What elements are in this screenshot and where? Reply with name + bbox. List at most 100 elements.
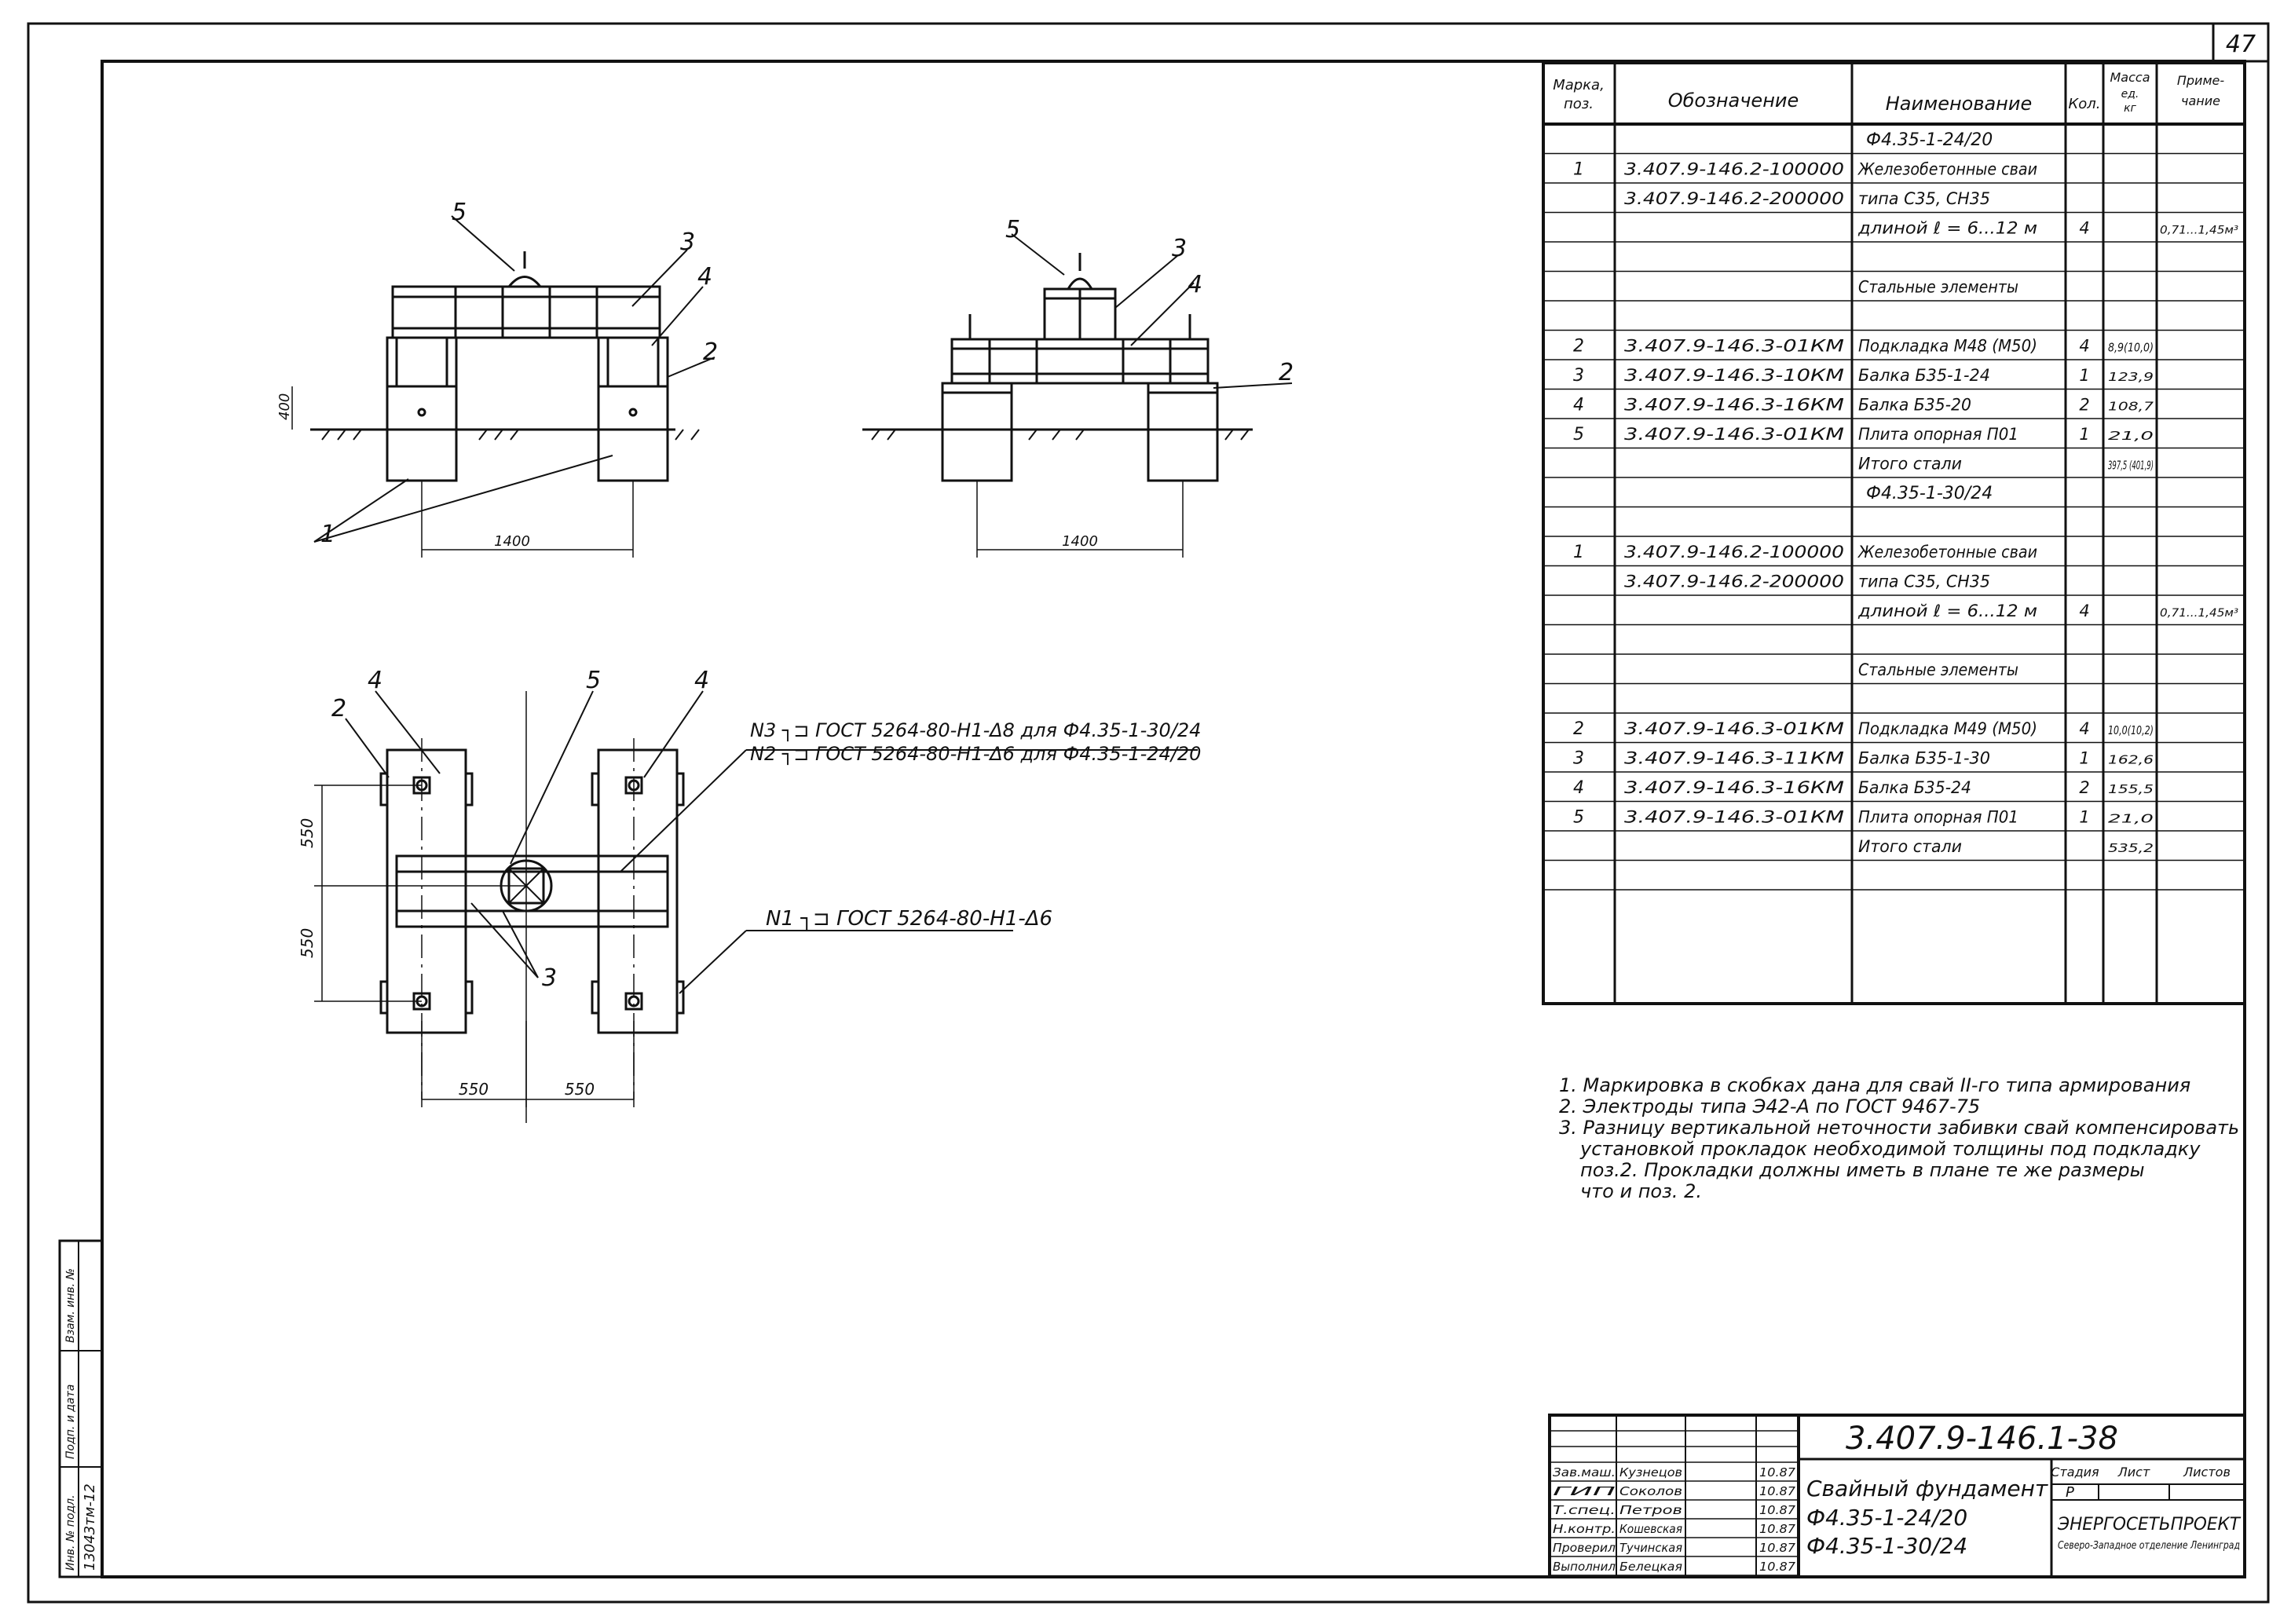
row-mass: 108,7 — [2108, 400, 2154, 414]
note-line: 1. Маркировка в скобках дана для свай II… — [1559, 1074, 2190, 1096]
sheet-header: Лист — [2117, 1465, 2150, 1480]
header-mark-2: поз. — [1564, 96, 1594, 112]
callout-4-plan-left: 4 — [368, 667, 382, 694]
signer-role: Зав.маш. — [1553, 1465, 1616, 1480]
row-qty: 1 — [2079, 366, 2089, 385]
header-note: Приме- — [2177, 73, 2225, 88]
callout-2-elev1: 2 — [703, 338, 718, 366]
signer-name: Соколов — [1619, 1484, 1682, 1498]
row-mass: 10,0(10,2) — [2108, 723, 2154, 737]
row-name: Балка Б35-20 — [1858, 396, 1971, 415]
callout-1-elev1: 1 — [320, 521, 335, 548]
row-designation: 3.407.9-146.3-01КМ — [1624, 425, 1844, 444]
row-name: Плита опорная П01 — [1858, 425, 2018, 444]
plan-labels: 2 4 5 4 3 550 550 550 550 N3 ┐⊐ ГОСТ 526… — [298, 667, 1201, 1099]
dim-550-plan-v1: 550 — [298, 818, 317, 848]
side-stamp — [58, 1239, 104, 1578]
callout-3-plan: 3 — [542, 964, 557, 992]
row-name: типа С35, СН35 — [1858, 572, 1990, 591]
dim-550-plan-h1: 550 — [459, 1080, 489, 1099]
callout-4-elev2: 4 — [1188, 271, 1202, 298]
row-name: Итого стали — [1858, 837, 1962, 856]
row-note: 0,71...1,45м³ — [2160, 607, 2238, 620]
row-name: Подкладка М48 (М50) — [1858, 337, 2037, 356]
callout-5-elev2: 5 — [1005, 216, 1020, 243]
section-title: Ф4.35-1-24/20 — [1866, 130, 1993, 150]
header-mass: Масса — [2110, 70, 2150, 85]
row-qty: 1 — [2079, 425, 2089, 444]
weld-label-n2: N2 ┐⊐ ГОСТ 5264-80-Н1-Δ6 для Ф4.35-1-24/… — [750, 743, 1201, 766]
stamp-inv: Инв. № подл. — [64, 1494, 77, 1571]
row-name: Балка Б35-1-24 — [1858, 366, 1990, 385]
stamp-sign: Подп. и дата — [64, 1384, 77, 1459]
callout-5-elev1: 5 — [452, 199, 467, 226]
outer-frame — [27, 22, 2270, 1604]
row-name: Железобетонные сваи — [1857, 160, 2037, 179]
signer-name: Кошевская — [1619, 1522, 1682, 1536]
note-line: поз.2. Прокладки должны иметь в плане те… — [1580, 1159, 2145, 1181]
row-qty: 4 — [2079, 719, 2089, 738]
row-name: Итого стали — [1858, 455, 1962, 474]
row-name: Стальные элементы — [1858, 660, 2018, 679]
row-qty: 4 — [2079, 337, 2089, 356]
row-designation: 3.407.9-146.3-11КМ — [1624, 749, 1844, 768]
callout-3-elev1: 3 — [680, 229, 695, 256]
dim-1400-elev1: 1400 — [494, 533, 530, 550]
header-note-2: чание — [2181, 93, 2220, 108]
row-name: типа С35, СН35 — [1858, 189, 1990, 208]
row-name: длиной ℓ = 6...12 м — [1857, 602, 2037, 620]
row-qty: 4 — [2079, 219, 2089, 238]
header-mass-3: кг — [2124, 102, 2136, 115]
header-qty: Кол. — [2068, 96, 2100, 112]
callout-5-plan: 5 — [586, 667, 601, 694]
signer-date: 10.87 — [1759, 1484, 1795, 1498]
row-mass: 162,6 — [2108, 753, 2154, 767]
row-designation: 3.407.9-146.2-100000 — [1624, 543, 1844, 561]
row-designation: 3.407.9-146.3-01КМ — [1624, 808, 1844, 827]
row-name: Балка Б35-1-30 — [1858, 749, 1990, 768]
row-mass: 8,9(10,0) — [2108, 341, 2154, 355]
stage-header: Стадия — [2051, 1465, 2099, 1480]
row-qty: 2 — [2079, 396, 2089, 415]
signer-name: Тучинская — [1619, 1541, 1682, 1555]
signer-date: 10.87 — [1759, 1541, 1795, 1555]
row-name: Подкладка М49 (М50) — [1858, 719, 2037, 738]
table-headers: Марка, поз. Обозначение Наименование Кол… — [1553, 70, 2224, 115]
row-mass: 123,9 — [2108, 370, 2154, 384]
weld-label-n1: N1 ┐⊐ ГОСТ 5264-80-Н1-Δ6 — [766, 907, 1052, 931]
signer-role: Т.спец. — [1553, 1503, 1616, 1517]
row-position: 4 — [1573, 778, 1584, 798]
signer-role: Н.контр. — [1553, 1522, 1616, 1536]
signer-name: Белецкая — [1619, 1560, 1682, 1574]
signer-role: Выполнил — [1553, 1560, 1616, 1574]
row-designation: 3.407.9-146.3-16КМ — [1624, 396, 1844, 415]
row-designation: 3.407.9-146.2-100000 — [1624, 160, 1844, 179]
row-mass: 155,5 — [2108, 782, 2154, 796]
signer-date: 10.87 — [1759, 1560, 1795, 1574]
elevation-view-2 — [862, 233, 1293, 558]
stamp-vzam: Взам. инв. № — [64, 1268, 77, 1343]
org-sub: Северо-Западное отделение Ленинград — [2058, 1540, 2240, 1552]
row-position: 3 — [1573, 366, 1584, 386]
callout-4-plan-right: 4 — [694, 667, 709, 694]
header-mass-2: ед. — [2121, 88, 2139, 101]
row-designation: 3.407.9-146.3-10КМ — [1624, 366, 1844, 385]
row-mass: 397,5 (401,9) — [2108, 459, 2154, 473]
stage-value: Р — [2066, 1484, 2074, 1501]
title-desc-1: Свайный фундамент — [1806, 1476, 2048, 1501]
row-qty: 2 — [2079, 778, 2089, 797]
row-position: 2 — [1573, 337, 1584, 357]
org-name: ЭНЕРГОСЕТЬПРОЕКТ — [2057, 1515, 2242, 1534]
row-position: 1 — [1573, 160, 1584, 180]
callout-2-elev2: 2 — [1279, 359, 1294, 386]
signer-role: ГИП — [1553, 1484, 1616, 1498]
title-desc-3: Ф4.35-1-30/24 — [1806, 1533, 1967, 1559]
row-position: 4 — [1573, 396, 1584, 415]
note-line: установкой прокладок необходимой толщины… — [1579, 1138, 2201, 1160]
row-note: 0,71...1,45м³ — [2160, 225, 2238, 237]
weld-label-n3: N3 ┐⊐ ГОСТ 5264-80-Н1-Δ8 для Ф4.35-1-30/… — [750, 719, 1201, 742]
dim-400-elev1: 400 — [276, 393, 293, 420]
notes-block: 1. Маркировка в скобках дана для свай II… — [1559, 1074, 2239, 1202]
sheets-header: Листов — [2183, 1465, 2231, 1480]
